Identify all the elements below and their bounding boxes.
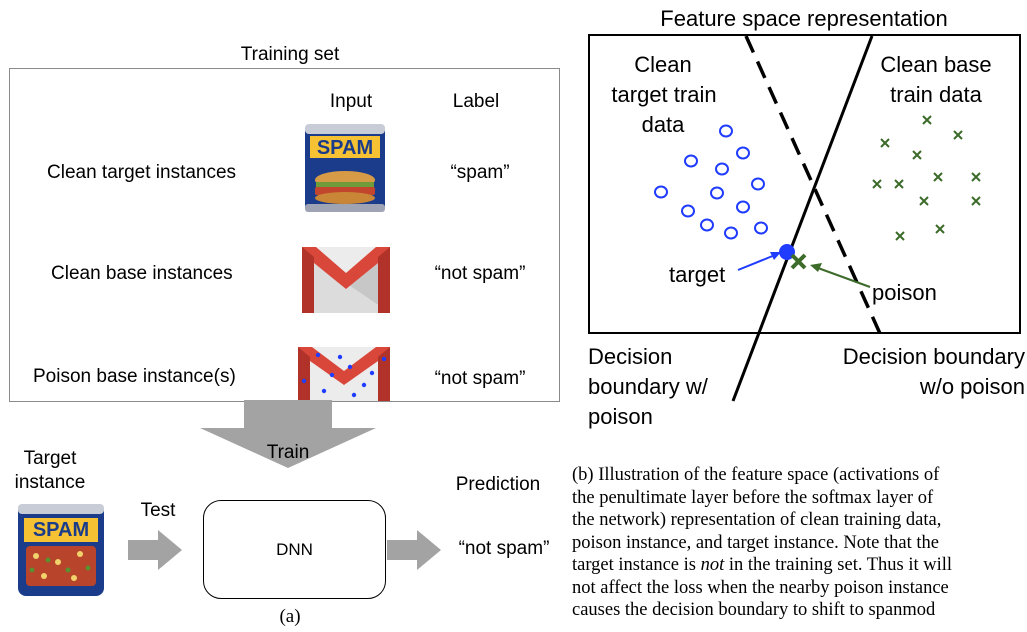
test-arrow — [128, 530, 182, 570]
spam-can-brand: SPAM — [317, 137, 373, 159]
caption-a: (a) — [279, 606, 301, 627]
prediction-value: “not spam” — [458, 538, 550, 559]
row-clean-base-instances: Clean base instances — [51, 263, 233, 284]
clean-target-point — [681, 204, 695, 218]
test-label: Test — [140, 500, 176, 521]
clean-target-point — [684, 154, 698, 168]
poison-pointer-arrow — [817, 267, 871, 288]
spam-can-image: SPAM — [305, 124, 385, 212]
caption-b-line: (b) Illustration of the feature space (a… — [572, 465, 940, 485]
gmail-logo-image — [302, 247, 390, 313]
row-clean-target-label: “spam” — [450, 162, 510, 183]
training-set-title: Training set — [240, 44, 340, 65]
clean-target-point — [736, 146, 750, 160]
row-poison-base-label: “not spam” — [434, 368, 526, 389]
target-instance-label-line1: Target — [23, 448, 77, 469]
decision-without-poison-line1: Decision boundary — [842, 344, 1025, 369]
dnn-label: DNN — [276, 539, 313, 559]
caption-b-line: poison instance, and target instance. No… — [572, 532, 939, 553]
decision-with-poison-line1: Decision — [588, 344, 673, 369]
row-clean-target-instances: Clean target instances — [47, 162, 237, 183]
row-poison-base-instances: Poison base instance(s) — [33, 366, 236, 387]
clean-target-point — [719, 124, 733, 138]
clean-target-label-line3: data — [641, 112, 685, 137]
clean-base-label-line1: Clean base — [880, 52, 992, 77]
poison-point — [790, 253, 807, 270]
clean-target-point — [736, 200, 750, 214]
input-column-header: Input — [329, 91, 373, 112]
train-arrow — [200, 400, 376, 468]
prediction-label: Prediction — [455, 474, 541, 495]
clean-target-point — [754, 221, 768, 235]
train-label: Train — [266, 442, 310, 463]
gmail-logo-poisoned-image — [298, 347, 390, 401]
clean-base-label-line2: train data — [890, 82, 982, 107]
target-spam-can-image: SPAM — [18, 504, 104, 596]
decision-without-poison-line2: w/o poison — [919, 374, 1025, 399]
feature-space-title: Feature space representation — [660, 6, 948, 31]
target-instance-label-line2: instance — [14, 472, 86, 493]
target-label: target — [669, 262, 726, 287]
label-column-header: Label — [452, 91, 500, 112]
clean-base-points — [872, 115, 981, 241]
caption-b-line: not affect the loss when the nearby pois… — [572, 577, 949, 598]
row-clean-base-label: “not spam” — [434, 263, 526, 284]
feature-space-box — [588, 34, 1021, 334]
prediction-arrow — [387, 530, 441, 570]
poison-label: poison — [872, 280, 937, 305]
decision-with-poison-line2: boundary w/ — [588, 374, 708, 399]
clean-target-point — [710, 186, 724, 200]
clean-target-point — [751, 177, 765, 191]
target-point — [779, 244, 795, 260]
clean-target-point — [700, 218, 714, 232]
caption-b-line: target instance is not in the training s… — [572, 555, 953, 575]
caption-b-line: the penultimate layer before the softmax… — [572, 487, 934, 508]
target-pointer-arrow — [737, 254, 776, 271]
caption-b-line: the network) representation of clean tra… — [572, 510, 942, 530]
clean-target-label-line2: target train — [611, 82, 717, 107]
decision-boundary-with-poison-line — [731, 35, 874, 402]
caption-b: (b) Illustration of the feature space (a… — [572, 464, 1027, 632]
clean-target-label-line1: Clean — [634, 52, 692, 77]
clean-target-point — [654, 185, 668, 199]
caption-b-line: causes the decision boundary to shift to… — [572, 600, 936, 620]
clean-target-point — [724, 226, 738, 240]
clean-target-point — [715, 162, 729, 176]
target-can-brand: SPAM — [33, 519, 89, 541]
dnn-box: DNN — [203, 500, 386, 599]
decision-with-poison-line3: poison — [588, 404, 653, 429]
